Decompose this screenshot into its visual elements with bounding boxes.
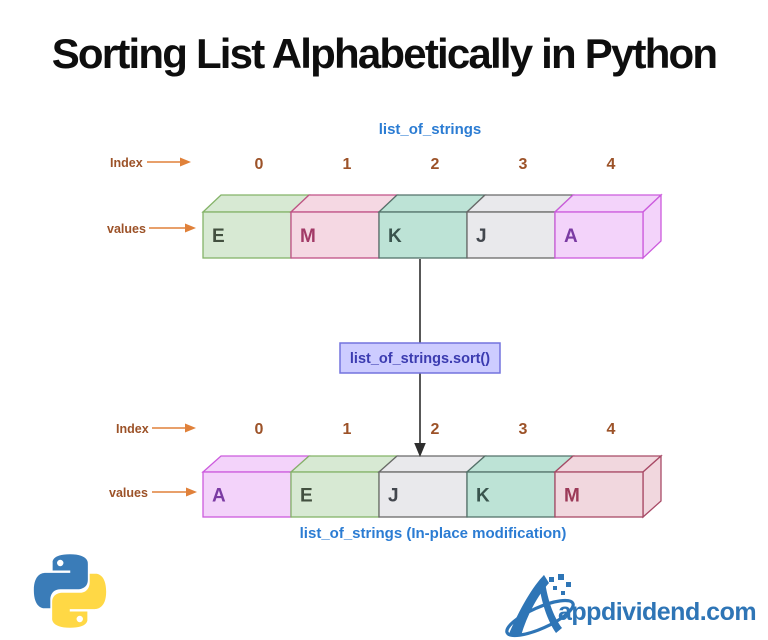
index-number: 3 <box>519 156 528 173</box>
python-logo-icon <box>33 554 107 628</box>
cell-letter: A <box>564 226 578 247</box>
index-number: 4 <box>607 421 616 438</box>
cell-letter: K <box>388 226 402 247</box>
values-label-top: values <box>107 222 146 236</box>
arrow-right-icon <box>152 487 197 497</box>
cell-front-face <box>554 471 644 518</box>
sort-call-box: list_of_strings.sort() <box>339 342 501 374</box>
cell-front-face <box>554 211 644 259</box>
cell-front-face <box>466 211 556 259</box>
index-number: 0 <box>255 421 264 438</box>
index-number: 4 <box>607 156 616 173</box>
cell-letter: E <box>212 226 225 247</box>
index-label-top: Index <box>110 156 143 170</box>
cell-front-face <box>378 211 468 259</box>
cell-letter: M <box>564 486 580 507</box>
sort-call-label: list_of_strings.sort() <box>350 351 490 367</box>
index-number: 2 <box>431 421 440 438</box>
top-array-name: list_of_strings <box>379 121 482 138</box>
index-number: 0 <box>255 156 264 173</box>
arrow-right-icon <box>147 157 191 167</box>
cell-front-face <box>378 471 468 518</box>
arrow-right-icon <box>152 423 196 433</box>
values-label-bottom: values <box>109 486 148 500</box>
bottom-array-caption: list_of_strings (In-place modification) <box>300 525 567 542</box>
cell-front-face <box>290 471 380 518</box>
arrow-right-icon <box>149 223 196 233</box>
index-number: 1 <box>343 156 352 173</box>
cell-letter: K <box>476 486 490 507</box>
cell-letter: E <box>300 486 313 507</box>
cell-letter: M <box>300 226 316 247</box>
cell-front-face <box>466 471 556 518</box>
index-label-bottom: Index <box>116 422 149 436</box>
cell-letter: J <box>388 486 399 507</box>
page-title: Sorting List Alphabetically in Python <box>51 30 718 77</box>
cell-letter: J <box>476 226 487 247</box>
index-number: 1 <box>343 421 352 438</box>
index-number: 2 <box>431 156 440 173</box>
index-number: 3 <box>519 421 528 438</box>
cell-front-face <box>202 471 292 518</box>
index-row-top: 0 1 2 3 4 <box>255 156 616 173</box>
cell-letter: A <box>212 486 226 507</box>
index-row-bottom: 0 1 2 3 4 <box>255 421 616 438</box>
